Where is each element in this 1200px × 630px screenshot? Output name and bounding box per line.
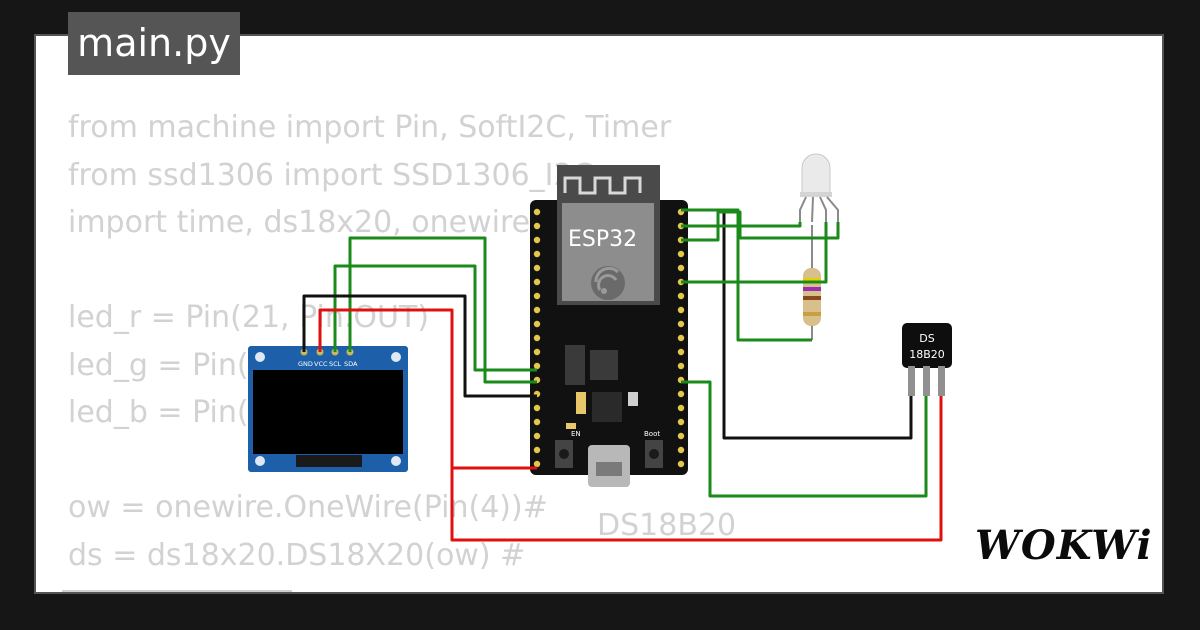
esp32-pin: [533, 320, 541, 328]
oled-pin-vcc: VCC: [314, 360, 328, 368]
wire-oled-gnd: [302, 294, 537, 398]
esp32-pin: [533, 432, 541, 440]
code-line: from machine import Pin, SoftI2C, Timer: [68, 110, 672, 145]
code-line: led_g = Pin(2: [68, 347, 268, 383]
espressif-logo-icon: [591, 266, 625, 300]
en-label: EN: [571, 430, 581, 438]
esp32-pin: [533, 418, 541, 426]
esp32-pin: [533, 362, 541, 370]
wires: [302, 208, 943, 542]
ds18b20-sensor[interactable]: DS 18B20: [902, 323, 952, 396]
rgb-led[interactable]: [799, 153, 839, 223]
code-preview: from machine import Pin, SoftI2C, Timer …: [68, 104, 671, 579]
esp32-pin: [533, 334, 541, 342]
esp32-pin: [533, 306, 541, 314]
esp32-pin: [677, 460, 685, 468]
wire-led-2: [681, 210, 840, 242]
antenna-icon: [563, 176, 642, 195]
esp32-pin: [677, 306, 685, 314]
esp32-pin: [677, 348, 685, 356]
wire-resistor: [681, 208, 812, 342]
oled-pin-sda: SDA: [344, 360, 358, 368]
esp32-pin: [533, 292, 541, 300]
oled-screen: [253, 370, 403, 454]
code-line: ds = ds18x20.DS18X20(ow) #: [68, 537, 526, 573]
esp32-pin-headers: [533, 208, 685, 468]
esp32-pin: [533, 278, 541, 286]
esp32-board[interactable]: ESP32 EN Boot: [530, 165, 688, 487]
esp32-pin: [677, 292, 685, 300]
boot-label: Boot: [644, 430, 660, 438]
esp32-pin: [677, 250, 685, 258]
esp32-pin: [677, 390, 685, 398]
esp32-pin: [677, 404, 685, 412]
file-tab[interactable]: main.py: [68, 12, 240, 75]
code-line: from ssd1306 import SSD1306_I2C: [68, 157, 594, 193]
esp32-pin: [677, 334, 685, 342]
wire-oled-sda: [348, 236, 537, 384]
sensor-label-line2: 18B20: [909, 348, 945, 361]
code-line: led_b = Pin(2: [68, 395, 268, 430]
esp32-pin: [677, 320, 685, 328]
code-line: import time, ds18x20, onewire: [68, 205, 531, 240]
esp32-pin: [677, 432, 685, 440]
esp32-pin: [533, 222, 541, 230]
esp32-pin: [533, 208, 541, 216]
esp32-pin: [533, 404, 541, 412]
esp32-pin: [677, 446, 685, 454]
esp32-pin: [533, 460, 541, 468]
esp32-pin: [533, 250, 541, 258]
sensor-label-line1: DS: [919, 332, 934, 345]
wire-led-1: [681, 222, 802, 228]
esp32-pin: [533, 348, 541, 356]
esp32-pin: [677, 362, 685, 370]
esp32-pin: [677, 418, 685, 426]
wire-sensor-data: [681, 380, 928, 498]
esp32-label: ESP32: [568, 227, 637, 252]
esp32-pin: [677, 264, 685, 272]
wire-led-3: [681, 222, 828, 284]
wire-sensor-gnd: [681, 208, 913, 440]
esp32-pin: [533, 446, 541, 454]
code-comment: DS18B20: [597, 508, 737, 543]
code-line-fragment: [62, 590, 292, 592]
oled-pin-gnd: GND: [298, 360, 313, 368]
wire-sensor-vcc: [450, 396, 943, 542]
oled-display[interactable]: GND VCC SCL SDA: [248, 346, 408, 472]
esp32-pin: [533, 236, 541, 244]
oled-pin-scl: SCL: [329, 360, 342, 368]
code-line: ow = onewire.OneWire(Pin(4))#: [68, 490, 548, 525]
wokwi-logo: WOKWi: [975, 522, 1153, 569]
esp32-pin: [533, 264, 541, 272]
wire-oled-vcc: [318, 308, 537, 470]
preview-card: from machine import Pin, SoftI2C, Timer …: [34, 34, 1164, 594]
